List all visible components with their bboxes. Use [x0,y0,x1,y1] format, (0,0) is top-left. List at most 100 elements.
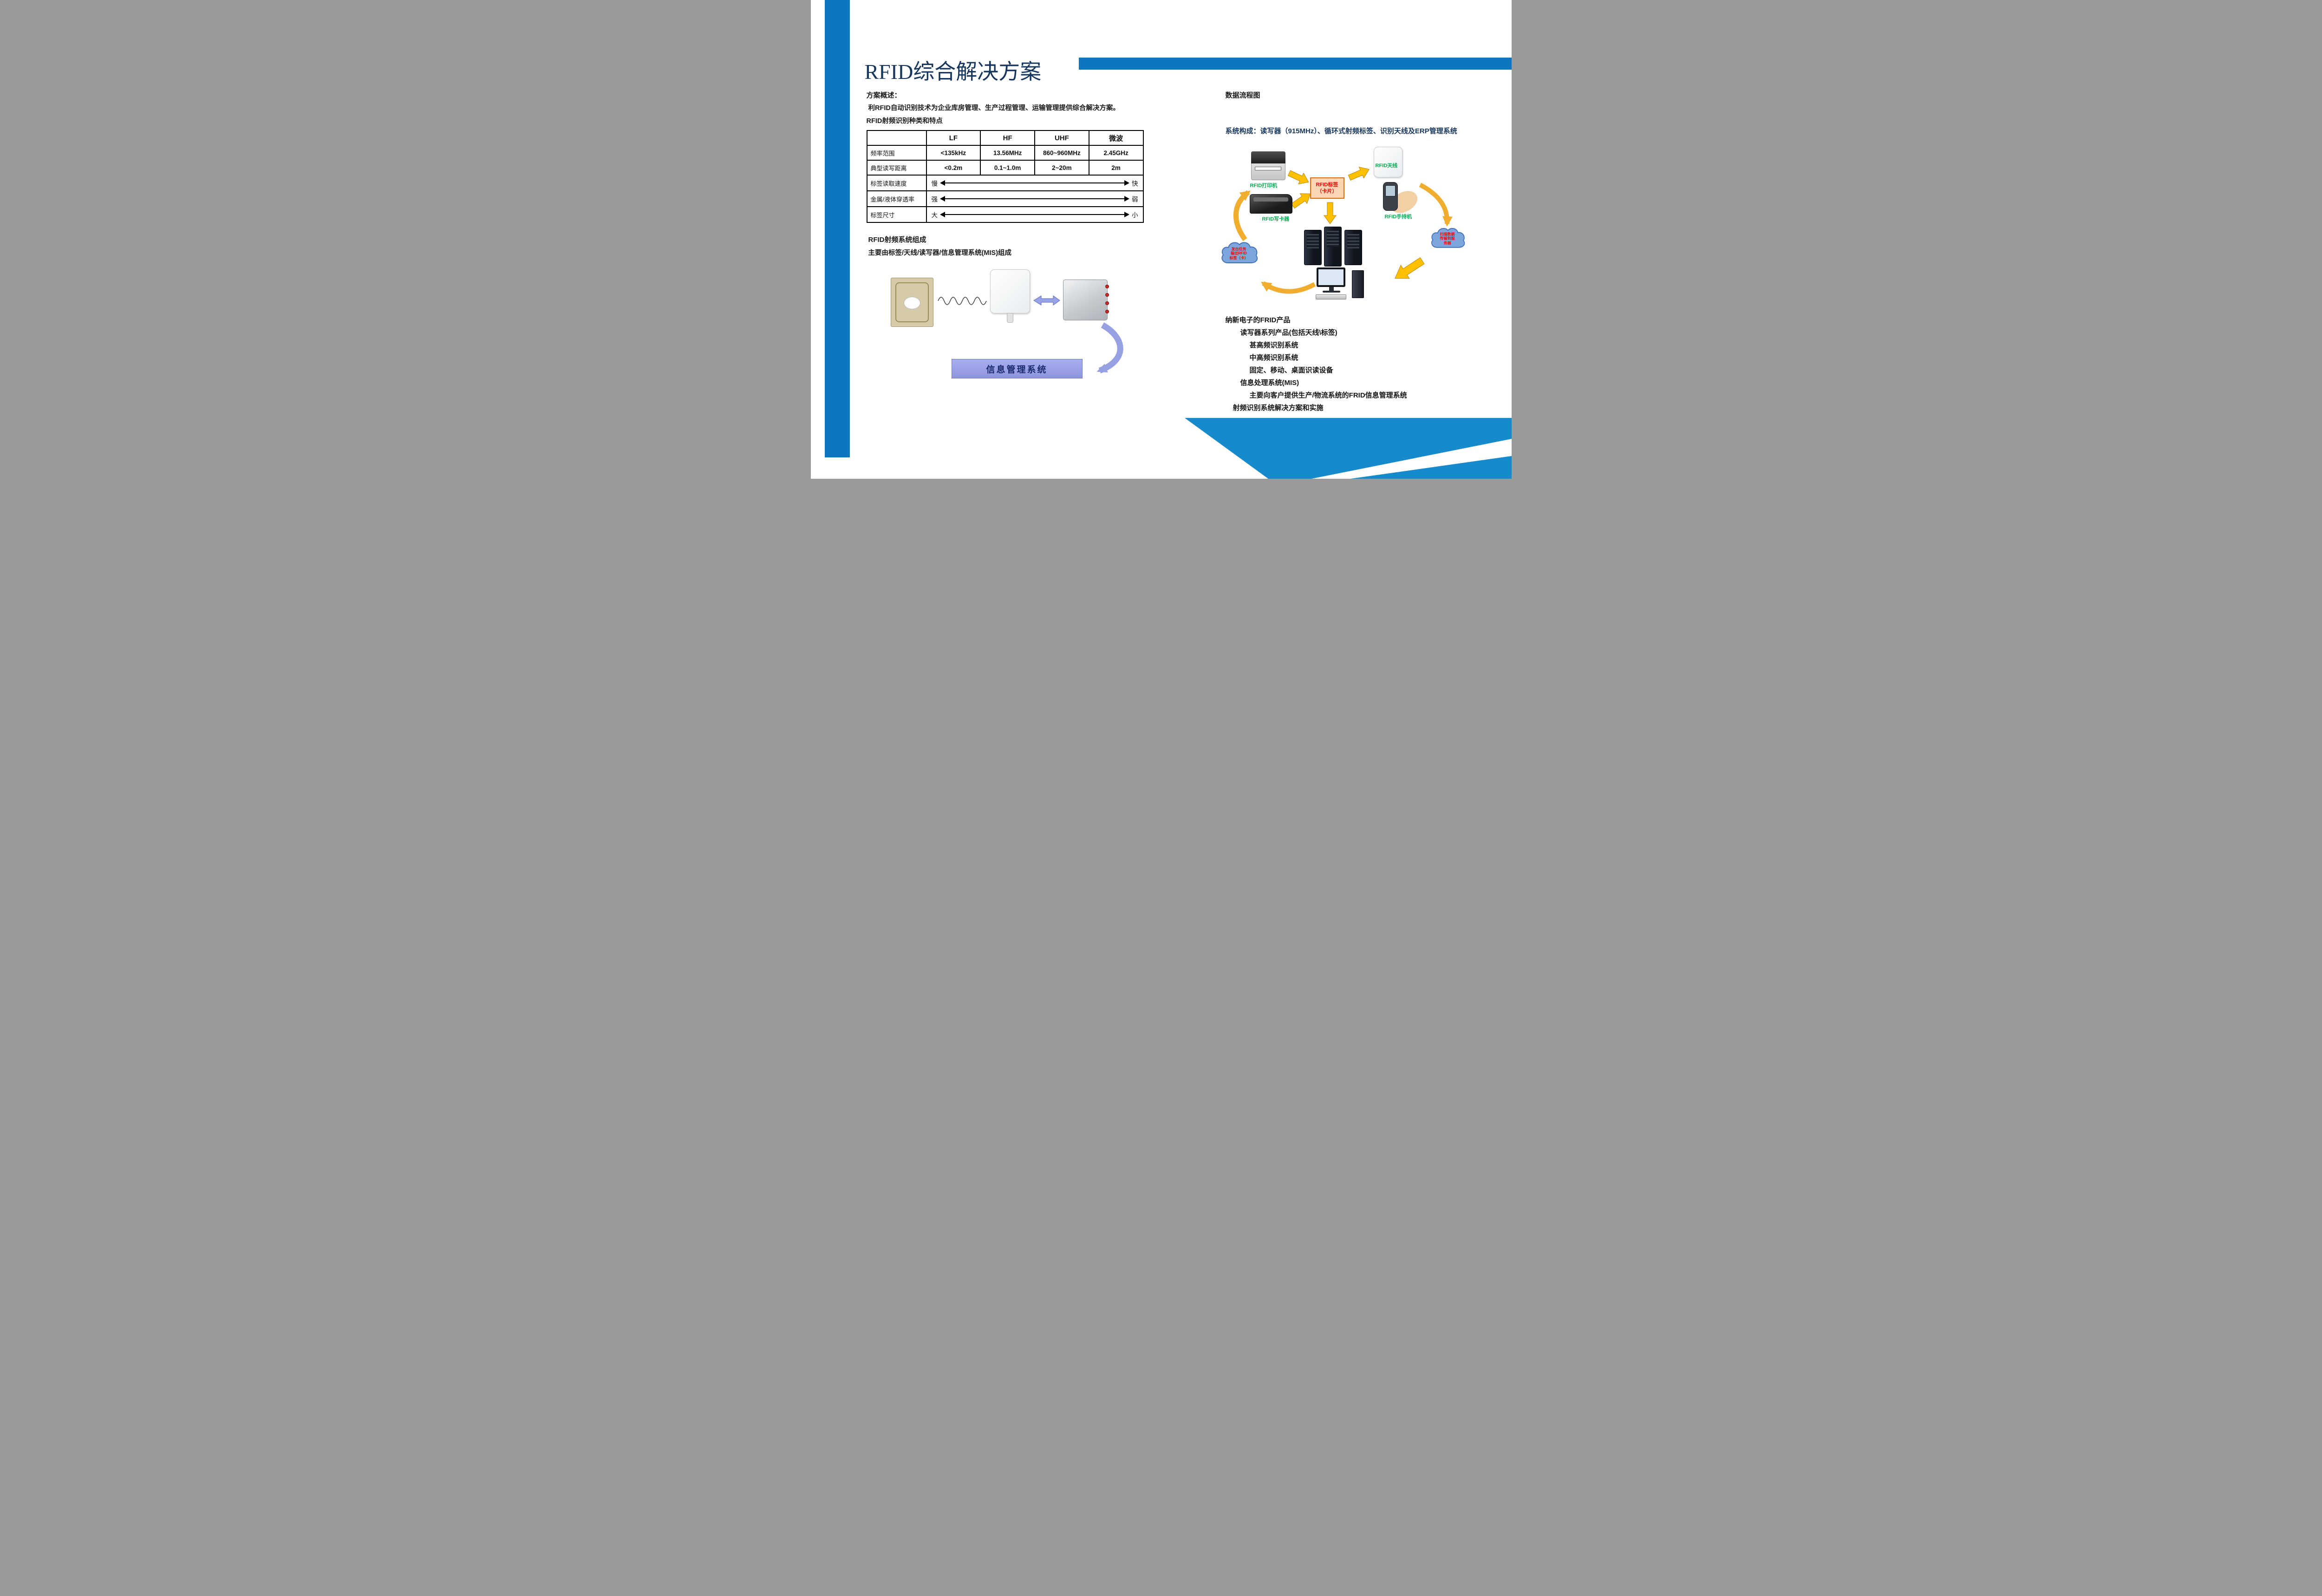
system-composition-line: 系统构成：读写器（915MHz）、循环式射频标签、识别天线及ERP管理系统 [1225,127,1457,135]
range-left-label: 大 [931,212,938,219]
system-text: 主要由标签/天线/读写器/信息管理系统(MIS)组成 [868,249,1012,257]
table-header-row: LF HF UHF 微波 [866,130,1144,146]
table-row-label: 频率范围 [866,145,927,161]
range-right-label: 快 [1132,180,1138,187]
double-arrow-icon [940,180,1129,186]
table-cell-value: <135kHz [926,145,981,161]
yellow-arrow-handheld-to-computer [1394,257,1425,279]
products-list: 纳新电子的FRID产品 读写器系列产品(包括天线\标签) 甚高频识别系统 中高频… [1226,314,1493,414]
table-header-cell: HF [980,130,1035,146]
monitor-base [1322,291,1340,293]
table-cell-value: 2.45GHz [1088,145,1144,161]
radio-wave-icon [937,297,987,305]
range-arrow: 慢 快 [932,178,1138,188]
product-line: 中高频识别系统 [1249,354,1298,362]
table-row: 标签读取速度 慢 快 [866,175,1144,191]
handheld-screen [1385,185,1396,196]
rfid-card-writer-image [1249,194,1292,214]
top-accent-bar [1078,58,1512,70]
handheld-label: RFID手持机 [1384,214,1412,220]
antenna-panel-image [990,269,1030,323]
system-heading: RFID射频系统组成 [868,236,926,244]
antenna-mount [1006,313,1013,323]
antenna-port [1105,285,1109,288]
range-arrow: 大 小 [932,210,1138,219]
tag-label-sticker [903,296,920,309]
range-left-label: 强 [931,196,938,203]
printer-paper-slot [1255,167,1281,171]
table-row: 频率范围 <135kHz 13.56MHz 860~960MHz 2.45GHz [866,145,1144,161]
antenna-label: RFID天线 [1375,163,1398,169]
table-row-label: 典型读写距离 [866,160,927,176]
keyboard [1315,294,1346,300]
range-arrow-cell: 慢 快 [926,175,1144,191]
rfid-handheld-image [1381,182,1421,218]
product-line: 主要向客户提供生产/物流系统的FRID信息管理系统 [1249,391,1407,399]
table-cell-value: <0.2m [926,160,981,176]
range-arrow-cell: 强 弱 [926,190,1144,207]
table-row-label: 标签读取速度 [866,175,927,191]
curved-arrow-to-mis [1096,322,1123,374]
rfid-tag-image [890,278,933,327]
table-header-cell: 微波 [1088,130,1144,146]
table-header-cell: LF [926,130,981,146]
table-row: 标签尺寸 大 小 [866,206,1144,223]
range-arrow: 强 弱 [932,194,1138,203]
table-corner-cell [866,130,927,146]
flow-title: 数据流程图 [1225,91,1260,99]
rfid-printer-image [1251,151,1285,180]
monitor-stand [1329,287,1334,291]
double-arrow-icon [1033,295,1060,306]
tag-coil [895,282,929,322]
antenna-port [1105,301,1109,305]
table-row-label: 金属/液体穿透率 [866,190,927,207]
antenna-port [1105,310,1109,313]
mis-box: 信息管理系统 [951,359,1083,378]
yellow-arrow-tag-to-servers [1323,202,1337,224]
yellow-arrow-tag-to-antenna [1348,166,1370,181]
server-tower [1344,230,1362,265]
product-line: 纳新电子的FRID产品 [1225,316,1291,324]
monitor [1316,267,1345,287]
double-arrow-icon [940,212,1129,217]
mis-box-label: 信息管理系统 [986,365,1048,375]
rfid-tag-box-label: RFID标签 （卡片） [1316,182,1338,194]
antenna-port [1105,293,1109,297]
printer-label: RFID打印机 [1250,183,1278,189]
range-arrow-cell: 大 小 [926,206,1144,223]
product-line: 射频识别系统解决方案和实施 [1233,404,1324,412]
table-cell-value: 0.1~1.0m [980,160,1035,176]
rfid-reader-image [1063,280,1109,320]
table-row: 金属/液体穿透率 强 弱 [866,190,1144,207]
pc-tower [1351,270,1364,298]
range-right-label: 弱 [1132,196,1138,203]
flow-arrows [1233,166,1453,294]
rfid-spec-table: LF HF UHF 微波 频率范围 <135kHz 13.56MHz 860~9… [866,130,1144,223]
double-arrow-icon [940,196,1129,202]
server-tower [1324,227,1342,267]
printer-top [1251,151,1285,164]
curved-arrow-handheld-to-cloud [1419,182,1453,227]
yellow-arrow-writer-to-tag [1291,193,1311,209]
table-header-cell: UHF [1034,130,1089,146]
table-cell-value: 860~960MHz [1034,145,1089,161]
overview-text: 利RFID自动识别技术为企业库房管理、生产过程管理、运输管理提供综合解决方案。 [868,104,1120,112]
overview-label: 方案概述： [866,91,901,99]
table-row: 典型读写距离 <0.2m 0.1~1.0m 2~20m 2m [866,160,1144,176]
product-line: 固定、移动、桌面识读设备 [1249,366,1333,374]
range-right-label: 小 [1132,212,1138,219]
workstation-image [1314,267,1364,302]
table-caption: RFID射频识别种类和特点 [866,117,943,125]
table-cell-value: 2m [1088,160,1144,176]
writer-label: RFID写卡器 [1262,216,1290,222]
rfid-tag-box: RFID标签 （卡片） [1310,177,1344,199]
antenna-panel-image [1373,147,1402,177]
product-line: 甚高频识别系统 [1249,341,1298,349]
server-tower [1304,230,1322,265]
table-row-label: 标签尺寸 [866,206,927,223]
range-left-label: 慢 [931,180,938,187]
table-cell-value: 13.56MHz [980,145,1035,161]
curved-arrow-cloud-to-printer [1233,190,1251,241]
left-accent-bar [824,0,850,457]
curved-arrow-computer-to-cloud [1260,281,1316,294]
